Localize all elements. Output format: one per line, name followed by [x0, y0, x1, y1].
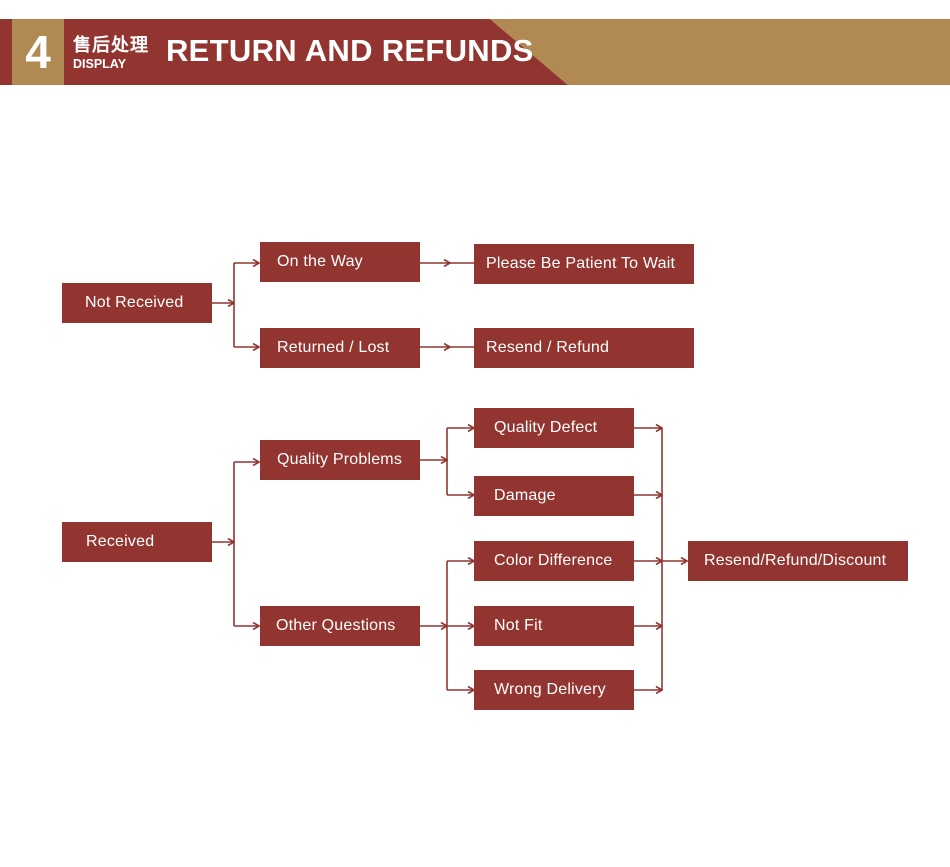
node-resend-refund: Resend / Refund: [474, 328, 694, 368]
page-title: RETURN AND REFUNDS: [166, 33, 534, 68]
subtitle-english: DISPLAY: [73, 57, 127, 71]
node-damage: Damage: [474, 476, 634, 516]
node-wrong-delivery: Wrong Delivery: [474, 670, 634, 710]
section-header: 4 售后处理 DISPLAY RETURN AND REFUNDS: [0, 19, 950, 85]
node-quality-problems: Quality Problems: [260, 440, 420, 480]
node-please-wait: Please Be Patient To Wait: [474, 244, 694, 284]
node-quality-defect: Quality Defect: [474, 408, 634, 448]
node-other-questions: Other Questions: [260, 606, 420, 646]
node-not-fit: Not Fit: [474, 606, 634, 646]
header-banner: [0, 19, 950, 85]
section-number: 4: [12, 19, 64, 85]
node-received: Received: [62, 522, 212, 562]
node-not-received: Not Received: [62, 283, 212, 323]
node-final-resolution: Resend/Refund/Discount: [688, 541, 908, 581]
node-returned-lost: Returned / Lost: [260, 328, 420, 368]
node-color-difference: Color Difference: [474, 541, 634, 581]
node-on-the-way: On the Way: [260, 242, 420, 282]
subtitle-chinese: 售后处理: [73, 35, 149, 55]
